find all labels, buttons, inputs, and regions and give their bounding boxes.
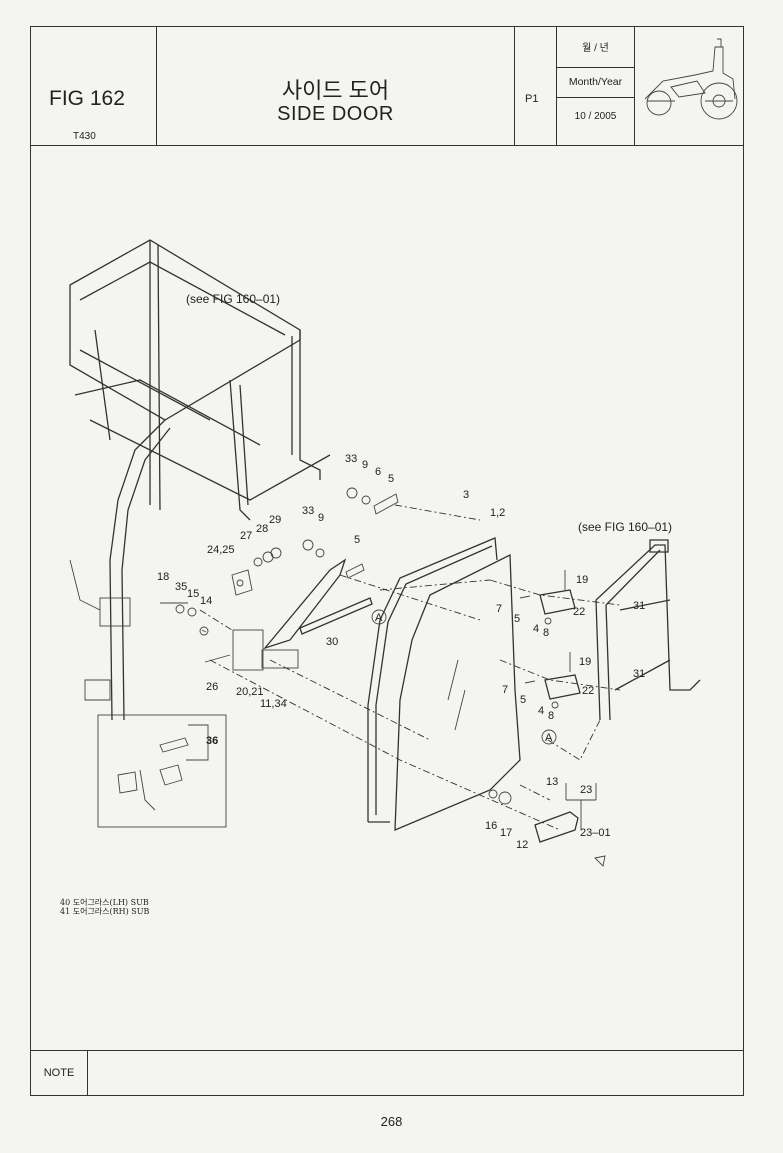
callout: 4 — [538, 705, 544, 717]
legend: 40 도어그라스(LH) SUB 41 도어그라스(RH) SUB — [60, 898, 149, 916]
callout: 7 — [502, 684, 508, 696]
callout: 30 — [326, 636, 338, 648]
page-frame: FIG 162 T430 사이드 도어 SIDE DOOR P1 월 / 년 M… — [30, 26, 744, 1096]
callout: 22 — [573, 606, 585, 618]
latch-linkage — [160, 487, 399, 671]
callout: 12 — [516, 839, 528, 851]
callout: 17 — [500, 827, 512, 839]
callout: 9 — [362, 459, 368, 471]
inset-detail — [97, 714, 227, 828]
callout: 15 — [187, 588, 199, 600]
callout: 7 — [496, 603, 502, 615]
callout: 13 — [546, 776, 558, 788]
figure-number: FIG 162 — [49, 87, 125, 110]
date-label-korean: 월 / 년 — [557, 39, 634, 68]
callout: 4 — [533, 623, 539, 635]
callout: 36 — [206, 735, 218, 747]
marker-a-2: A — [545, 732, 553, 744]
page-code: P1 — [525, 93, 539, 105]
reference-markers: A A — [371, 609, 557, 745]
callout: 9 — [318, 512, 324, 524]
callout: 18 — [157, 571, 169, 583]
callout: 35 — [175, 581, 187, 593]
see-reference-1: (see FIG 160–01) — [186, 292, 280, 306]
date-value: 10 / 2005 — [574, 111, 617, 122]
callout: 31 — [633, 600, 645, 612]
callout: 23 — [580, 784, 592, 796]
callout: 27 — [240, 530, 252, 542]
callout: 24,25 — [207, 544, 235, 556]
note-row: NOTE — [31, 1050, 743, 1095]
callout: 1,2 — [490, 507, 505, 519]
title-block: FIG 162 T430 사이드 도어 SIDE DOOR P1 월 / 년 M… — [31, 27, 743, 146]
callout: 22 — [582, 685, 594, 697]
callout: 19 — [579, 656, 591, 668]
callout: 14 — [200, 595, 212, 607]
hinges — [488, 570, 606, 867]
callout: 28 — [256, 523, 268, 535]
callout: 33 — [302, 505, 314, 517]
marker-a-1: A — [375, 612, 383, 624]
callout: 3 — [463, 489, 469, 501]
note-label: NOTE — [31, 1051, 88, 1095]
see-reference-2: (see FIG 160–01) — [578, 520, 672, 534]
callout: 31 — [633, 668, 645, 680]
figure-cell: FIG 162 T430 — [31, 27, 157, 145]
callout: 33 — [345, 453, 357, 465]
assembly-lines — [199, 504, 621, 831]
callout: 5 — [520, 694, 526, 706]
right-frame — [595, 539, 701, 721]
callout: 16 — [485, 820, 497, 832]
callout: 5 — [388, 473, 394, 485]
callout: 29 — [269, 514, 281, 526]
callout: 19 — [576, 574, 588, 586]
callout-labels: 33 9 6 5 3 1,2 33 9 5 27 28 29 24,25 18 … — [157, 453, 645, 851]
page-number: 268 — [380, 1114, 403, 1129]
legend-item: 40 도어그라스(LH) SUB — [60, 898, 149, 907]
callout: 11,34 — [260, 698, 287, 710]
date-label-english: Month/Year — [557, 67, 634, 98]
cab-frame — [69, 239, 331, 721]
legend-item: 41 도어그라스(RH) SUB — [60, 907, 150, 916]
callout: 5 — [514, 613, 520, 625]
callout: 5 — [354, 534, 360, 546]
model-code: T430 — [73, 131, 96, 142]
callout: 20,21 — [236, 686, 264, 698]
title-korean: 사이드 도어 — [281, 78, 390, 103]
callout: 6 — [375, 466, 381, 478]
callout: 8 — [543, 627, 549, 639]
date-cell: 월 / 년 Month/Year 10 / 2005 — [557, 27, 635, 145]
callout: 8 — [548, 710, 554, 722]
door-glass — [367, 537, 521, 831]
title-english: SIDE DOOR — [277, 103, 394, 125]
callout: 23–01 — [580, 827, 611, 839]
title-cell: 사이드 도어 SIDE DOOR — [157, 27, 515, 145]
tractor-icon — [635, 27, 745, 145]
page-code-cell: P1 — [515, 27, 557, 145]
callout: 26 — [206, 681, 218, 693]
